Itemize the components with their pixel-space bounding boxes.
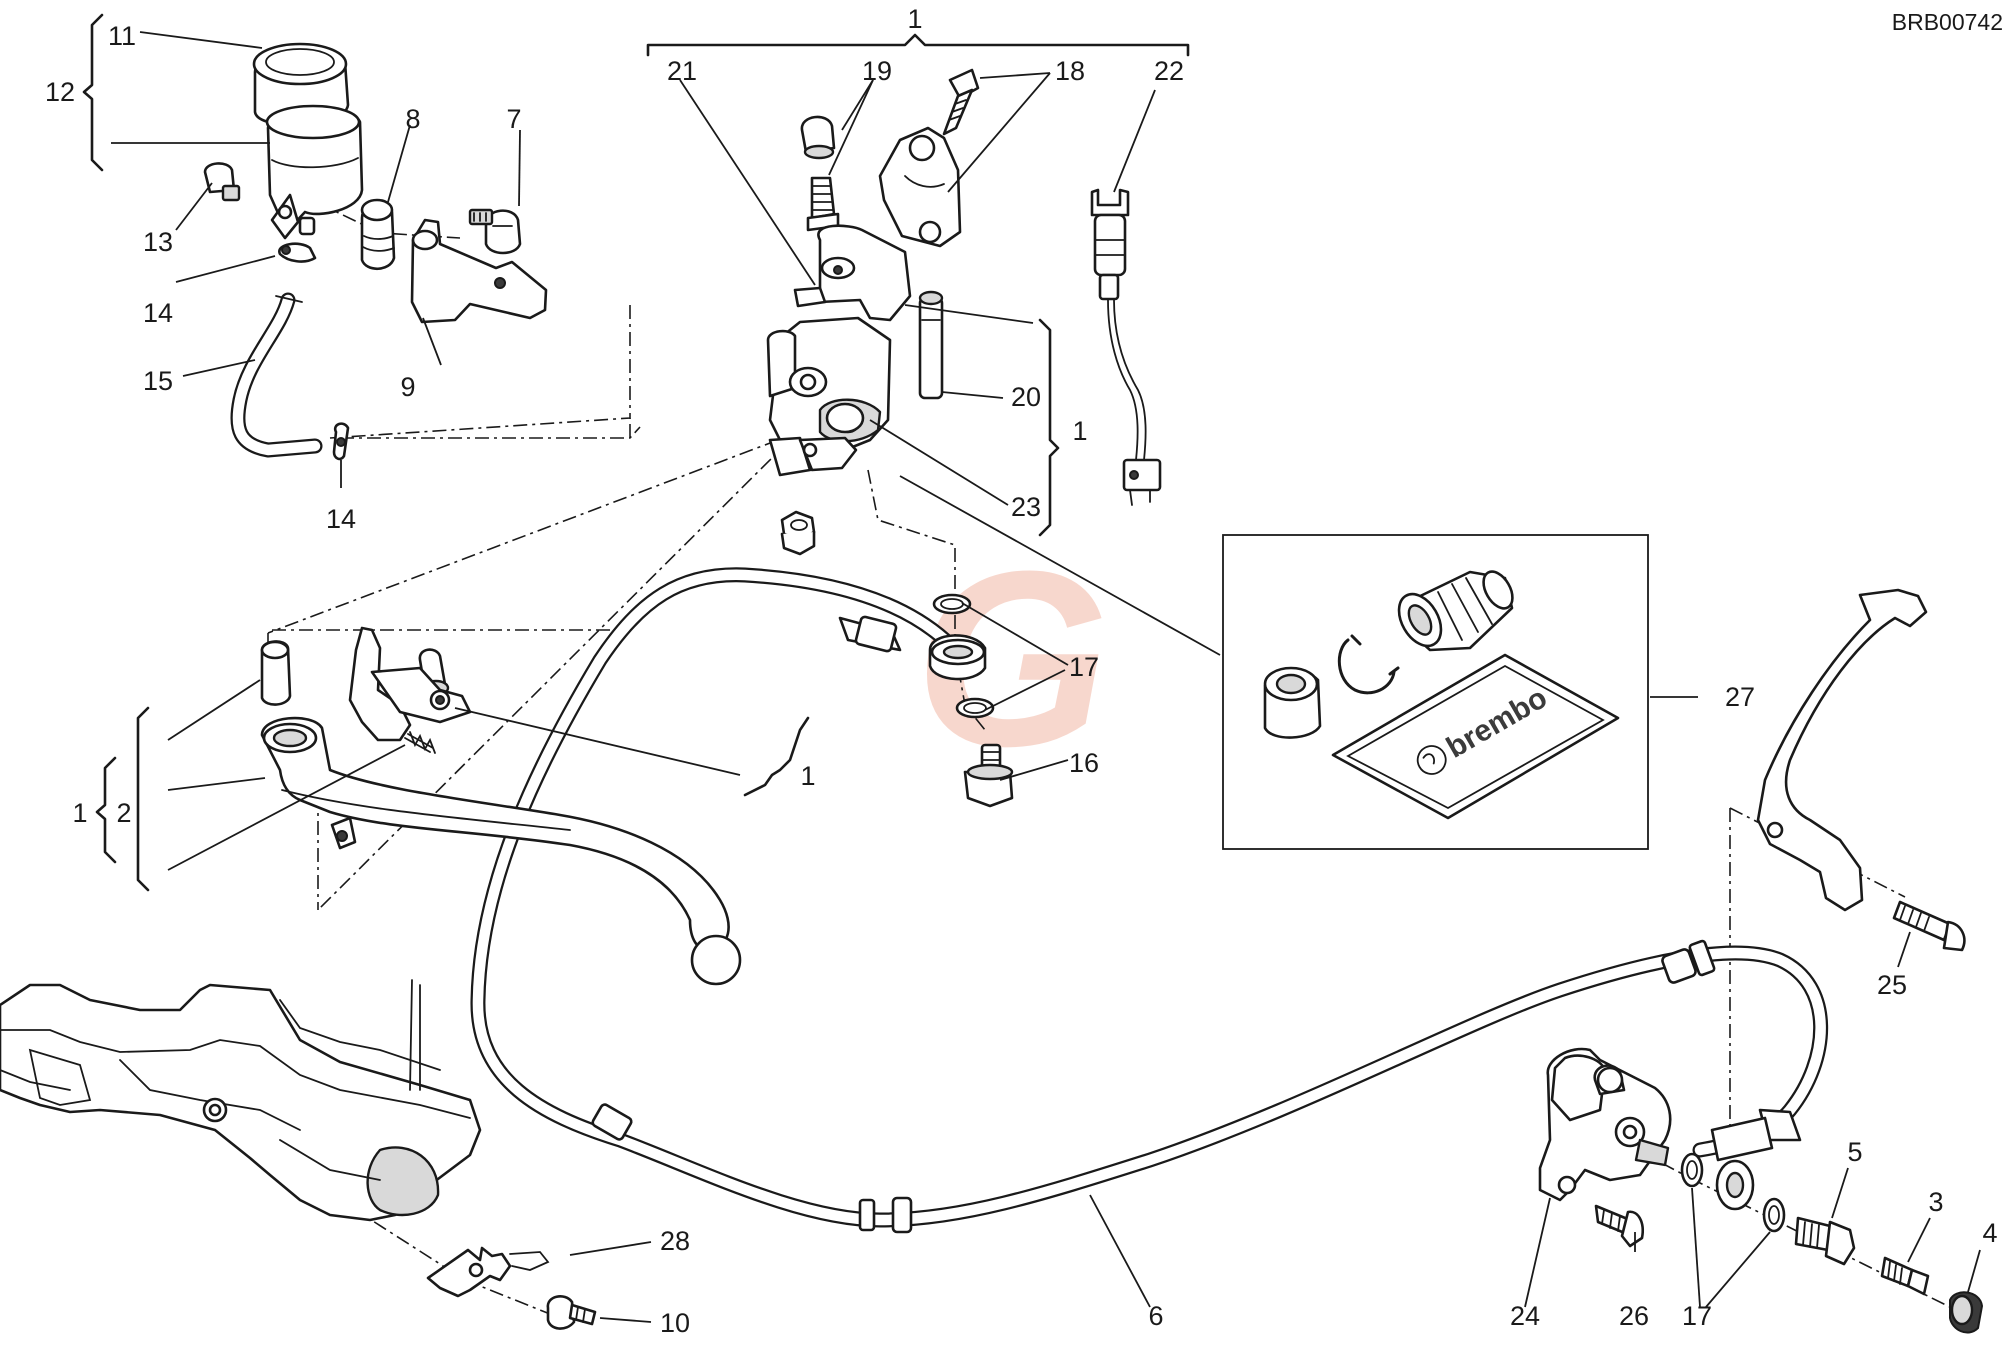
label-part-1-top: 1: [907, 4, 922, 34]
bracket-screw: [468, 208, 522, 255]
leader-lines: [111, 31, 1981, 1323]
frame-section: [0, 979, 482, 1222]
label-part-1-mid: 1: [800, 761, 815, 791]
label-part-18: 18: [1055, 56, 1085, 86]
label-part-22: 22: [1154, 56, 1184, 86]
master-cylinder-body: [766, 224, 912, 477]
clip-screw: [546, 1295, 597, 1330]
clutch-switch: [1090, 188, 1162, 506]
hose-guide-clip: [426, 1246, 550, 1298]
bleed-cap: [800, 115, 836, 160]
reservoir-hose: [230, 292, 323, 458]
pivot-bushing: [825, 402, 865, 434]
slave-bleed-valve: [1880, 1256, 1930, 1296]
repair-kit-box: brembo: [1222, 534, 1649, 850]
slave-screw: [1594, 1204, 1644, 1248]
label-part-19: 19: [862, 56, 892, 86]
label-part-12: 12: [45, 77, 75, 107]
switch-screw: [942, 68, 980, 136]
part-number-labels: 1 1 1 1 2 3 4 5 6 7 8 9 10 11 12 13 14 1…: [45, 4, 1998, 1338]
label-part-24: 24: [1510, 1301, 1540, 1331]
reservoir-clamp-screw: [203, 162, 241, 202]
label-part-28: 28: [660, 1226, 690, 1256]
label-part-20: 20: [1011, 382, 1041, 412]
master-cylinder-pin: [918, 290, 944, 400]
slave-bleed-cap: [1949, 1291, 1984, 1334]
hose-clip-lower: [332, 422, 350, 461]
rubber-grommet: [360, 198, 396, 271]
slave-banjo-bolt: [1794, 1216, 1856, 1266]
label-part-26: 26: [1619, 1301, 1649, 1331]
reservoir-bracket: [410, 218, 548, 324]
label-part-27: 27: [1725, 682, 1755, 712]
label-part-15: 15: [143, 366, 173, 396]
crush-washer-bottom: [955, 697, 995, 719]
label-part-5: 5: [1847, 1137, 1862, 1167]
slave-cylinder: [1538, 1047, 1672, 1202]
banjo-fitting: [928, 634, 987, 681]
label-part-10: 10: [660, 1308, 690, 1338]
hose-guide-bracket: [1756, 588, 1928, 912]
label-part-1-right: 1: [1072, 416, 1087, 446]
label-part-2: 2: [116, 798, 131, 828]
label-part-11: 11: [108, 21, 136, 51]
lever-spring: [404, 731, 436, 754]
label-part-9: 9: [400, 372, 415, 402]
lever-pivot-block: [348, 626, 472, 742]
label-part-21: 21: [667, 56, 697, 86]
slave-crush-washer-left: [1680, 1152, 1704, 1188]
adjuster-spacer: [260, 640, 292, 706]
label-part-17-left: 17: [1682, 1301, 1712, 1331]
pivot-nut: [780, 510, 816, 556]
reservoir-body: [265, 104, 364, 240]
bleed-valve: [806, 176, 840, 232]
assembly-braces: [82, 13, 1190, 892]
label-part-16: 16: [1069, 748, 1099, 778]
label-part-6: 6: [1148, 1301, 1163, 1331]
guide-bracket-screw: [1892, 900, 1966, 952]
clutch-lever: [260, 716, 742, 986]
label-part-13: 13: [143, 227, 173, 257]
label-part-7: 7: [506, 104, 521, 134]
label-part-4: 4: [1982, 1218, 1997, 1248]
slave-banjo-end: [1715, 1159, 1755, 1211]
hose-clip-upper: [278, 242, 317, 263]
slave-crush-washer-right: [1762, 1197, 1786, 1233]
label-part-3: 3: [1928, 1187, 1943, 1217]
label-part-8: 8: [405, 104, 420, 134]
label-part-14-upper: 14: [143, 298, 173, 328]
label-part-14-lower: 14: [326, 504, 356, 534]
clutch-hose: [470, 567, 1829, 1234]
label-part-1-left: 1: [72, 798, 87, 828]
label-part-25: 25: [1877, 970, 1907, 1000]
label-part-23: 23: [1011, 492, 1041, 522]
handlebar-clamp: [878, 126, 962, 248]
label-part-17-upper: 17: [1069, 652, 1099, 682]
drawing-code: BRB00742: [1892, 9, 2003, 35]
